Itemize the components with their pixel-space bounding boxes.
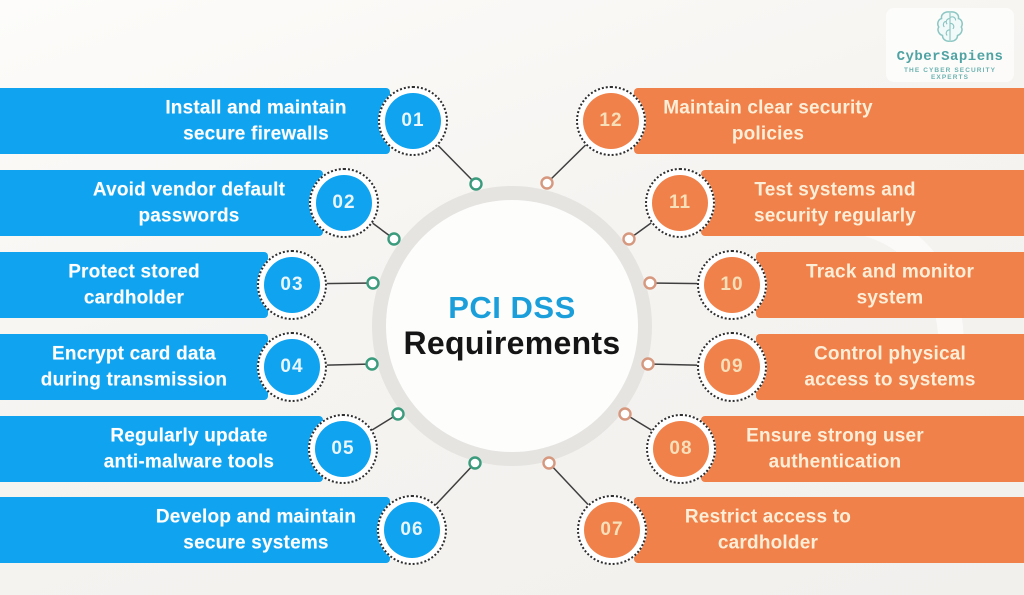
center-circle-inner: PCI DSS Requirements — [386, 200, 638, 452]
requirement-number-03: 03 — [257, 250, 327, 320]
brain-icon — [937, 11, 963, 42]
logo-tagline: THE CYBER SECURITY EXPERTS — [903, 67, 997, 81]
requirement-number-12: 12 — [576, 86, 646, 156]
node-ring-12 — [540, 176, 554, 190]
requirement-number-05: 05 — [308, 414, 378, 484]
page-title-line2: Requirements — [403, 324, 621, 361]
logo-cybersapiens: CyberSapiens THE CYBER SECURITY EXPERTS — [886, 8, 1014, 82]
requirement-number-08: 08 — [646, 414, 716, 484]
center-circle: PCI DSS Requirements — [372, 186, 652, 466]
requirement-number-09: 09 — [697, 332, 767, 402]
node-ring-01 — [469, 177, 483, 191]
requirement-number-04: 04 — [257, 332, 327, 402]
requirement-number-11: 11 — [645, 168, 715, 238]
requirement-number-06: 06 — [377, 495, 447, 565]
requirement-number-07: 07 — [577, 495, 647, 565]
page-title-line1: PCI DSS — [448, 289, 576, 325]
logo-name: CyberSapiens — [896, 49, 1004, 65]
requirement-number-02: 02 — [309, 168, 379, 238]
requirement-number-01: 01 — [378, 86, 448, 156]
requirement-number-10: 10 — [697, 250, 767, 320]
